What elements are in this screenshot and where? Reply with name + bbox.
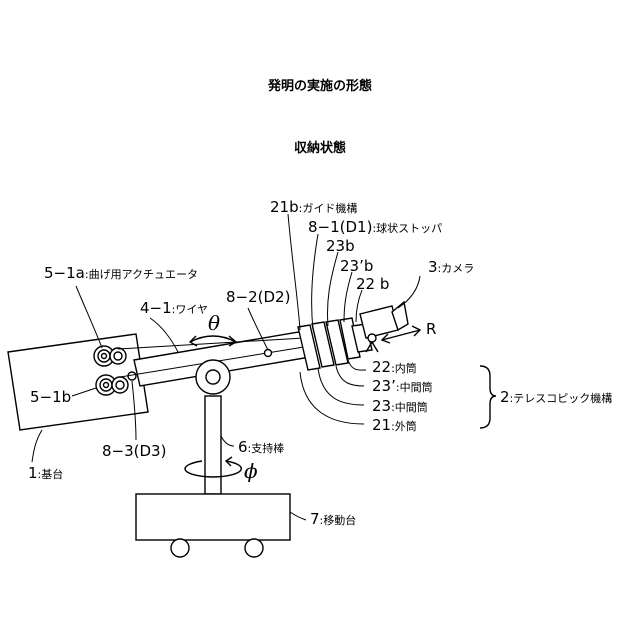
support-rod [205,396,221,494]
label-stopper-name: :球状ストッパ [372,221,442,235]
label-telescope-name: :テレスコピック機構 [510,391,613,405]
telescope-brace [480,366,496,428]
label-base: 1:基台 [28,464,63,482]
wheel-icon [171,539,189,557]
wheel-icon [245,539,263,557]
label-camera: 3:カメラ [428,258,474,276]
label-23b: 23b [326,237,355,255]
label-actuator-b: 5−1b [30,388,71,406]
label-camera-num: 3 [428,258,438,276]
label-camera-name: :カメラ [438,262,475,275]
label-actuator: 5−1a:曲げ用アクチュエータ [44,264,198,282]
label-stopper-num: 8−1(D1) [308,218,372,236]
label-theta: θ [208,311,220,335]
label-guide: 21b:ガイド機構 [270,198,357,216]
d2-stopper [265,350,272,357]
label-23prime-b: 23’b [340,257,373,275]
telescopic-rings [298,318,372,370]
label-actuator-num: 5−1a [44,264,85,282]
label-mid1-name: :中間筒 [396,380,433,394]
label-rod: 6:支持棒 [238,438,284,456]
label-rod-name: :支持棒 [248,441,285,455]
cart-box [136,494,290,540]
label-22b: 22 b [356,275,389,293]
label-guide-name: :ガイド機構 [299,201,358,215]
label-wire: 4−1:ワイヤ [140,299,208,317]
pulley-icon [96,375,128,395]
label-inner: 22:内筒 [372,358,417,376]
label-base-name: :基台 [38,467,64,481]
label-cart: 7:移動台 [310,510,356,528]
label-mid2-name: :中間筒 [391,400,428,414]
label-inner-num: 22 [372,358,391,376]
figure-subheading: 収納状態 [294,140,346,156]
label-outer: 21:外筒 [372,416,417,434]
label-outer-num: 21 [372,416,391,434]
pivot-joint [196,360,230,394]
label-d2: 8−2(D2) [226,288,290,306]
label-mid1-num: 23’ [372,377,396,395]
label-guide-num: 21b [270,198,299,216]
label-r: R [426,320,436,338]
label-stopper: 8−1(D1):球状ストッパ [308,218,442,236]
label-wire-name: :ワイヤ [172,303,208,316]
label-d3: 8−3(D3) [102,442,166,460]
label-inner-name: :内筒 [391,361,417,375]
figure-heading: 発明の実施の形態 [267,78,372,94]
label-rod-num: 6 [238,438,248,456]
label-outer-name: :外筒 [391,419,417,433]
label-telescope-num: 2 [500,388,510,406]
label-phi: ϕ [244,459,258,483]
label-wire-num: 4−1 [140,299,172,317]
label-cart-num: 7 [310,510,320,528]
label-mid2-num: 23 [372,397,391,415]
label-mid1: 23’:中間筒 [372,377,433,395]
label-base-num: 1 [28,464,38,482]
label-telescope: 2:テレスコピック機構 [500,388,612,406]
label-cart-name: :移動台 [320,513,357,527]
label-mid2: 23:中間筒 [372,397,428,415]
label-actuator-name: :曲げ用アクチュエータ [85,268,198,281]
